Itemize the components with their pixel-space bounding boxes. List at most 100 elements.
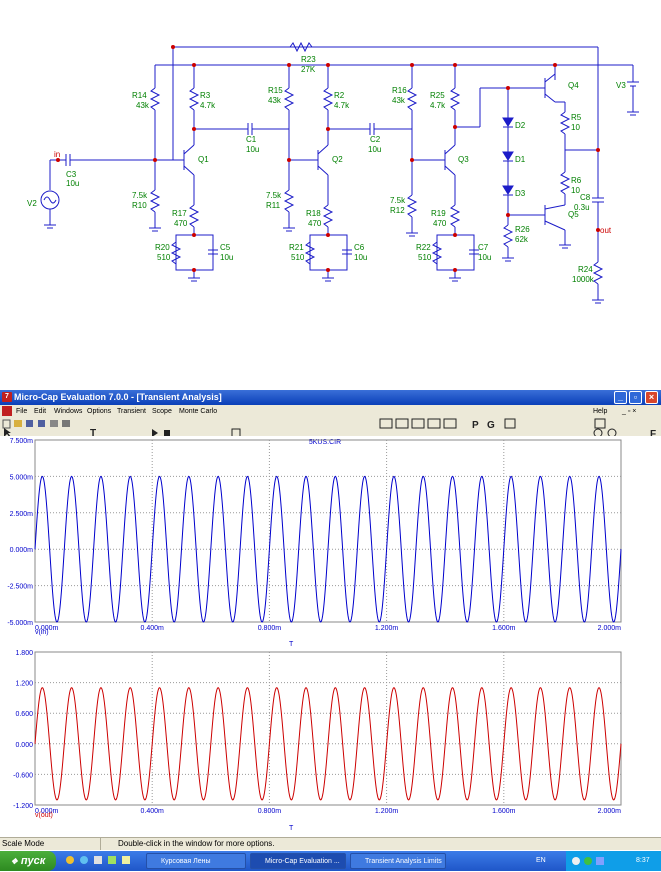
doc-window-controls[interactable]: _ ▫ × xyxy=(622,408,637,415)
calculator-icon[interactable] xyxy=(443,418,457,429)
top-y-tick-label: 7.500m xyxy=(10,438,34,445)
circuit-file-label: 5KUS.CIR xyxy=(309,439,341,446)
label-C3: C3 xyxy=(66,170,77,179)
label-Q2: Q2 xyxy=(332,155,343,164)
menu-windows[interactable]: Windows xyxy=(54,408,83,415)
doc-icon[interactable] xyxy=(2,406,12,416)
f-icon[interactable]: F xyxy=(650,429,656,439)
circuit-schematic: R23 27K R14 43k R3 4.7k R15 43k R2 4.7k … xyxy=(27,41,639,304)
select-arrow-icon[interactable] xyxy=(4,428,11,438)
menu-help[interactable]: Help xyxy=(593,408,608,415)
value-C6: 10u xyxy=(354,253,367,262)
label-C5: C5 xyxy=(220,243,231,252)
taskbar-item-folder[interactable]: Курсовая Лены xyxy=(146,853,246,869)
trace-label-vout: v(out) xyxy=(35,812,53,819)
tray-icon-3[interactable] xyxy=(596,857,604,865)
text-tool-icon[interactable]: T xyxy=(90,428,96,439)
value-R15: 43k xyxy=(268,96,282,105)
menu-options[interactable]: Options xyxy=(87,408,112,415)
bottom-gridlines xyxy=(35,652,621,805)
tile-vertical-icon[interactable] xyxy=(395,418,409,429)
value-R19: 470 xyxy=(433,219,447,228)
quicklaunch-icon-1[interactable] xyxy=(66,856,74,864)
top-y-tick-label: -2.500m xyxy=(7,584,33,591)
value-R3: 4.7k xyxy=(200,101,216,110)
maximize-button[interactable]: ▫ xyxy=(629,391,642,404)
value-R12: 7.5k xyxy=(390,196,406,205)
value-C8: 0.3u xyxy=(574,203,590,212)
label-R24: R24 xyxy=(578,265,593,274)
run-icon[interactable] xyxy=(152,429,158,437)
tray-icon-2[interactable] xyxy=(584,857,592,865)
value-R22: 510 xyxy=(418,253,432,262)
x-axis-label-bottom: T xyxy=(289,825,294,832)
value-R2: 4.7k xyxy=(334,101,350,110)
minimize-button[interactable]: _ xyxy=(614,391,627,404)
microcap-window: 7 Micro-Cap Evaluation 7.0.0 - [Transien… xyxy=(0,390,661,871)
help-icon[interactable] xyxy=(594,418,606,429)
label-R26: R26 xyxy=(515,225,530,234)
quicklaunch-icon-3[interactable] xyxy=(94,856,102,864)
label-R16: R16 xyxy=(392,86,407,95)
g-icon[interactable]: G xyxy=(487,420,495,431)
label-V3: V3 xyxy=(616,81,626,90)
transient-plots[interactable]: 5KUS.CIR 7.500m5.000m2.500m0.000m-2.500m… xyxy=(0,436,661,836)
quicklaunch-icon-2[interactable] xyxy=(80,856,88,864)
bottom-y-tick-label: -0.600 xyxy=(13,772,33,779)
p-icon[interactable]: P xyxy=(472,420,479,431)
start-button[interactable]: ❖пуск xyxy=(0,851,56,871)
menu-edit[interactable]: Edit xyxy=(34,408,47,415)
menu-transient[interactable]: Transient xyxy=(117,408,146,415)
trace-vin[interactable] xyxy=(34,475,622,623)
label-R18: R18 xyxy=(306,209,321,218)
numeric-output-icon[interactable] xyxy=(504,418,516,429)
bottom-y-tick-label: 0.000 xyxy=(15,742,33,749)
bottom-y-tick-label: 0.600 xyxy=(15,711,33,718)
microcap-app-icon[interactable]: 7 xyxy=(2,392,12,402)
value-R23: 27K xyxy=(301,65,316,74)
trace-vout[interactable] xyxy=(34,687,622,801)
label-C6: C6 xyxy=(354,243,365,252)
cascade-icon[interactable] xyxy=(411,418,425,429)
value-C5: 10u xyxy=(220,253,233,262)
menu-scope[interactable]: Scope xyxy=(152,408,172,415)
value-R24: 1000k xyxy=(572,275,595,284)
menu-file[interactable]: File xyxy=(16,408,28,415)
taskbar-item-microcap-label: Micro-Cap Evaluation ... xyxy=(265,858,340,865)
new-icon[interactable] xyxy=(2,419,11,429)
trace-label-vin: v(in) xyxy=(35,629,49,636)
taskbar-item-limits[interactable]: Transient Analysis Limits xyxy=(350,853,446,869)
status-mode: Scale Mode xyxy=(2,839,45,848)
value-R21: 510 xyxy=(291,253,305,262)
taskbar-item-microcap[interactable]: Micro-Cap Evaluation ... xyxy=(250,853,346,869)
language-indicator[interactable]: EN xyxy=(536,857,546,864)
tray-icon-1[interactable] xyxy=(572,857,580,865)
bottom-x-tick-label: 1.200m xyxy=(375,808,399,815)
label-D2: D2 xyxy=(515,121,526,130)
top-y-tick-label: 0.000m xyxy=(10,547,34,554)
label-R25: R25 xyxy=(430,91,445,100)
label-R6: R6 xyxy=(571,176,582,185)
tile-icon[interactable] xyxy=(379,418,393,429)
print-preview-icon[interactable] xyxy=(62,420,70,427)
value-R14: 43k xyxy=(136,101,150,110)
save-icon[interactable] xyxy=(26,420,33,427)
taskbar-item-limits-label: Transient Analysis Limits xyxy=(365,858,442,865)
menu-monte-carlo[interactable]: Monte Carlo xyxy=(179,408,218,415)
close-button[interactable]: × xyxy=(645,391,658,404)
save-all-icon[interactable] xyxy=(38,420,45,427)
stop-icon[interactable] xyxy=(164,430,170,436)
title-bar: 7 Micro-Cap Evaluation 7.0.0 - [Transien… xyxy=(0,390,661,405)
label-R3: R3 xyxy=(200,91,211,100)
quicklaunch-icon-4[interactable] xyxy=(108,856,116,864)
label-C2: C2 xyxy=(370,135,381,144)
print-icon[interactable] xyxy=(50,420,58,427)
label-R10: R10 xyxy=(132,201,147,210)
open-icon[interactable] xyxy=(14,420,22,427)
quicklaunch-icon-5[interactable] xyxy=(122,856,130,864)
window-icon[interactable] xyxy=(427,418,441,429)
